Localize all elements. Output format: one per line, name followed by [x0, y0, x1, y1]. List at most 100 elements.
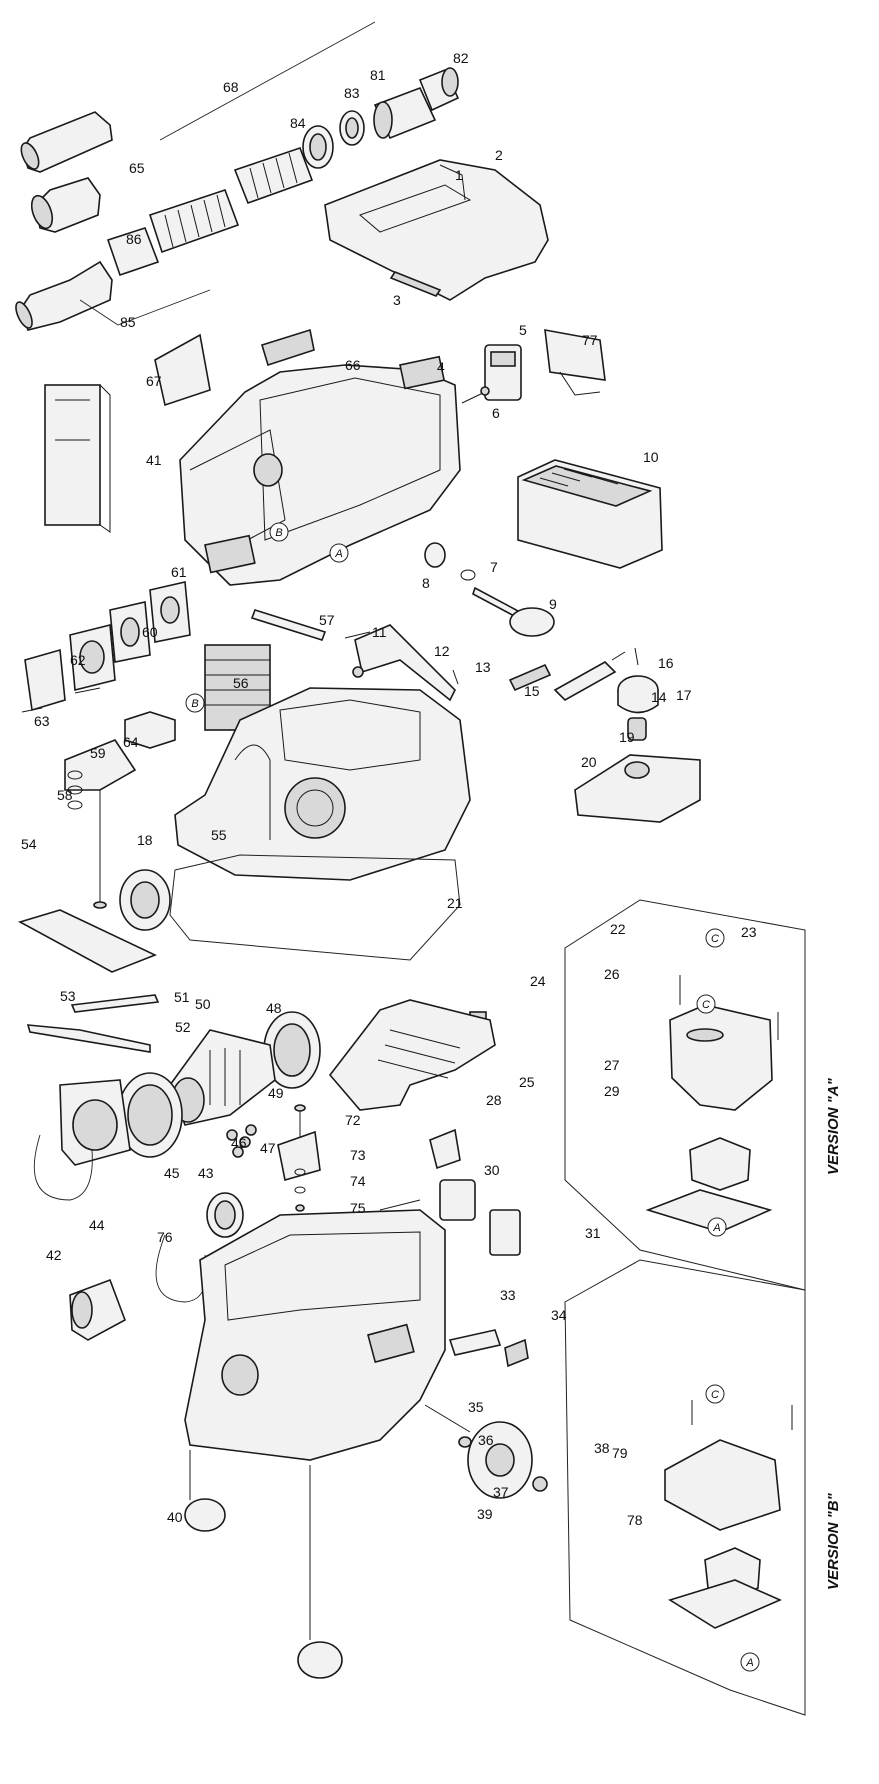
- callout-72: 72: [345, 1112, 361, 1128]
- callout-30: 30: [484, 1162, 500, 1178]
- part-screw-16: [634, 647, 639, 666]
- part-caster-40b: [297, 1465, 343, 1679]
- callout-3: 3: [393, 292, 401, 308]
- part-cap-17: [617, 675, 659, 714]
- callout-86: 86: [126, 231, 142, 247]
- part-filter-bag-41: [44, 384, 111, 533]
- part-screws-64: [21, 687, 101, 713]
- callout-21: 21: [447, 895, 463, 911]
- callout-23: 23: [741, 924, 757, 940]
- callout-81: 81: [370, 67, 386, 83]
- callout-83: 83: [344, 85, 360, 101]
- part-coupling-84: [302, 125, 334, 169]
- part-gasket-62: [109, 601, 151, 663]
- part-ring-83: [339, 110, 365, 146]
- part-motor-cover-79: [664, 1439, 781, 1531]
- callout-37: 37: [493, 1484, 509, 1500]
- callout-4: 4: [437, 359, 445, 375]
- callout-7: 7: [490, 559, 498, 575]
- callout-46: 46: [231, 1135, 247, 1151]
- part-upper-housing-61: [179, 364, 461, 586]
- callout-50: 50: [195, 996, 211, 1012]
- part-adapter-86: [30, 177, 101, 233]
- part-hose-68: [106, 146, 314, 277]
- callout-19: 19: [619, 729, 635, 745]
- part-top-cover-2: [324, 159, 549, 301]
- part-housing-58: [64, 739, 137, 791]
- part-ring-43: [206, 1192, 244, 1238]
- part-washer-36: [458, 1436, 472, 1448]
- callout-31: 31: [585, 1225, 601, 1241]
- svg-text:A: A: [745, 1657, 753, 1669]
- part-nozzle-85: [15, 260, 113, 331]
- svg-text:B: B: [275, 527, 282, 539]
- callout-42: 42: [46, 1247, 62, 1263]
- callout-18: 18: [137, 832, 153, 848]
- callout-15: 15: [524, 683, 540, 699]
- part-cuff-81: [373, 86, 437, 140]
- marker-c-1: C: [705, 928, 725, 948]
- part-float-basket-25: [328, 999, 496, 1111]
- callout-24: 24: [530, 973, 546, 989]
- part-brushes-47: [226, 1124, 257, 1158]
- callout-82: 82: [453, 50, 469, 66]
- part-pin-31: [379, 1199, 421, 1211]
- part-handle-3: [389, 271, 442, 297]
- callout-66: 66: [345, 357, 361, 373]
- callout-53: 53: [60, 988, 76, 1004]
- callout-59: 59: [90, 745, 106, 761]
- callout-16: 16: [658, 655, 674, 671]
- callout-41: 41: [146, 452, 162, 468]
- part-cover-20: [574, 754, 701, 823]
- callout-26: 26: [604, 966, 620, 982]
- callout-25: 25: [519, 1074, 535, 1090]
- callout-58: 58: [57, 787, 73, 803]
- part-bracket-34: [504, 1338, 529, 1368]
- marker-a-2: A: [707, 1217, 727, 1237]
- part-axle-35: [424, 1404, 471, 1433]
- svg-text:A: A: [334, 548, 342, 560]
- part-motor-cover-26: [669, 1004, 773, 1111]
- part-plate-4: [399, 355, 446, 390]
- part-caster-40a: [184, 1450, 226, 1532]
- callout-57: 57: [319, 612, 335, 628]
- part-plate-29: [645, 1189, 773, 1233]
- callout-68: 68: [223, 79, 239, 95]
- callout-5: 5: [519, 322, 527, 338]
- callout-54: 54: [21, 836, 37, 852]
- callout-10: 10: [643, 449, 659, 465]
- part-filter-50: [119, 869, 171, 931]
- part-latch-28: [429, 1128, 461, 1170]
- callout-39: 39: [477, 1506, 493, 1522]
- svg-text:B: B: [191, 698, 198, 710]
- callout-20: 20: [581, 754, 597, 770]
- callout-14: 14: [651, 689, 667, 705]
- callout-74: 74: [350, 1173, 366, 1189]
- marker-a-1: A: [329, 543, 349, 563]
- svg-text:A: A: [712, 1222, 720, 1234]
- callout-36: 36: [478, 1432, 494, 1448]
- callout-27: 27: [604, 1057, 620, 1073]
- part-rod-54: [67, 770, 107, 909]
- callout-77: 77: [582, 332, 598, 348]
- part-switch-5: [484, 344, 522, 401]
- version-b-panel: [564, 1259, 806, 1716]
- callout-33: 33: [500, 1287, 516, 1303]
- part-pad-53: [17, 909, 158, 973]
- callout-62: 62: [70, 652, 86, 668]
- part-block-30: [439, 1179, 476, 1221]
- part-knob-8: [424, 542, 446, 568]
- svg-text:C: C: [711, 1389, 719, 1401]
- part-flap-67: [154, 333, 211, 407]
- version-b-label: VERSION "B": [825, 1492, 842, 1590]
- callout-84: 84: [290, 115, 306, 131]
- callout-73: 73: [350, 1147, 366, 1163]
- callout-55: 55: [211, 827, 227, 843]
- callout-67: 67: [146, 373, 162, 389]
- part-tank-39: [184, 1209, 446, 1461]
- callout-11: 11: [372, 624, 387, 640]
- part-bracket-77: [544, 329, 606, 396]
- part-flange-60: [149, 581, 191, 643]
